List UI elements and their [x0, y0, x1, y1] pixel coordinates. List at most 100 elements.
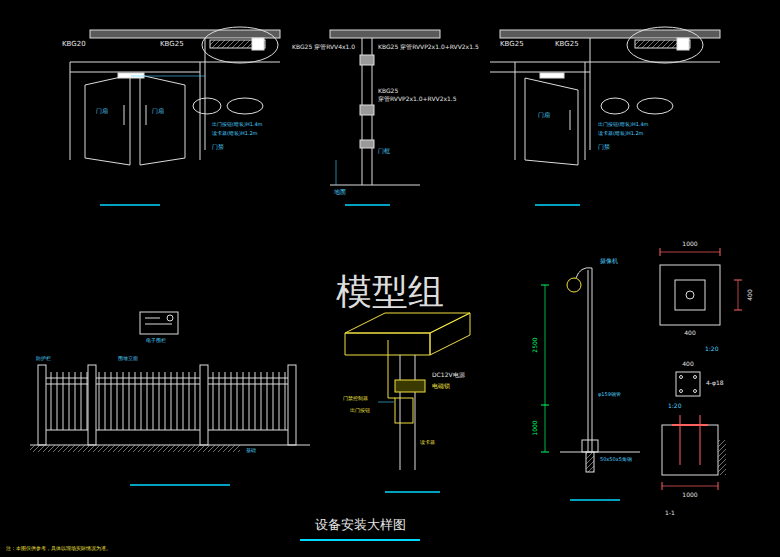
single-door-elevation-part — [525, 78, 578, 165]
foundation-details-part — [734, 280, 742, 281]
foundation-details-part — [720, 248, 721, 256]
single-door-elevation-part — [677, 38, 689, 50]
single-door-elevation-part — [540, 73, 564, 78]
single-door-elevation-part — [490, 72, 590, 73]
camera-pole-part — [592, 268, 593, 452]
device-note: 出门按钮(暗装)H1.4m — [598, 122, 648, 128]
single-door-elevation — [490, 27, 720, 165]
conduit-label: KBG25 — [500, 41, 524, 49]
double-door-elevation-part — [140, 75, 185, 165]
part-name: 防护栏 — [36, 356, 51, 362]
camera-pole-part — [541, 285, 549, 286]
maglock-isometric-part — [378, 402, 394, 403]
fence-elevation-part — [288, 365, 296, 445]
part-name: 出门按钮 — [350, 408, 370, 414]
maglock-isometric-part — [395, 380, 425, 392]
single-door-elevation-part — [585, 62, 586, 160]
maglock-isometric-part — [395, 398, 413, 423]
part-name: 50x50x5角钢 — [600, 457, 632, 463]
part-name: 围墙立面 — [118, 356, 138, 362]
foundation-details-part — [734, 310, 742, 311]
camera-pole-part — [560, 452, 640, 453]
general-note: 注：本图仅供参考，具体以现场实际情况为准。 — [6, 546, 111, 552]
part-name: 摄像机 — [600, 258, 618, 265]
fence-elevation-part — [46, 430, 290, 431]
single-door-elevation-part — [590, 38, 591, 150]
foundation-details-part — [672, 424, 708, 426]
double-door-elevation-part — [193, 98, 221, 114]
single-door-elevation-part — [601, 98, 629, 114]
cable-spec: 穿管RVVP2x1.0+RVV2x1.5 — [378, 96, 457, 103]
fence-elevation-part — [88, 365, 96, 445]
scale-note: 1:20 — [668, 403, 681, 410]
conduit-label: KBG25 — [555, 41, 579, 49]
camera-pole — [541, 268, 640, 472]
fence-elevation — [30, 312, 310, 452]
wall-section-part — [330, 185, 420, 186]
dimension: 2500 — [532, 337, 539, 352]
single-door-elevation-part — [570, 110, 571, 130]
double-door-elevation-part — [146, 105, 147, 125]
conduit-label: KBG25 — [160, 41, 184, 49]
part-name: 基础 — [246, 448, 256, 454]
dimension: 1000 — [682, 492, 697, 499]
fence-elevation-part — [30, 445, 240, 452]
foundation-details — [660, 248, 742, 490]
view-underline — [100, 204, 160, 206]
fence-elevation-part — [46, 384, 290, 385]
view-underline — [130, 484, 230, 486]
dimension: 1000 — [682, 241, 697, 248]
maglock-isometric-part — [400, 355, 401, 470]
double-door-elevation-part — [200, 62, 201, 160]
cable-spec: KBG25 穿管RVV4x1.0 — [292, 44, 355, 51]
part-name: 门框 — [378, 148, 390, 155]
fence-elevation-part — [38, 365, 46, 445]
part-name: DC12V电源 — [432, 372, 465, 379]
double-door-elevation-part — [90, 30, 280, 38]
section-mark: 1-1 — [665, 510, 675, 517]
foundation-details-part — [738, 280, 739, 310]
foundation-details-part — [694, 390, 697, 393]
part-name: 门扇 — [538, 112, 550, 119]
foundation-details-part — [676, 372, 700, 396]
conduit-label: KBG20 — [62, 41, 86, 49]
camera-pole-part — [586, 452, 594, 472]
fence-elevation-part — [167, 315, 173, 321]
double-door-elevation-part — [70, 72, 200, 73]
view-underline — [345, 204, 390, 206]
foundation-details-part — [660, 248, 661, 256]
watermark: 模型组 — [336, 272, 444, 312]
wall-section-part — [360, 140, 374, 148]
scale-note: 1:20 — [705, 346, 718, 353]
fence-elevation-part — [46, 372, 290, 430]
double-door-elevation — [70, 27, 280, 165]
device-note: 出门按钮(暗装)H1.4m — [212, 122, 262, 128]
single-door-elevation-part — [500, 30, 720, 38]
view-underline — [570, 499, 620, 501]
maglock-isometric-part — [345, 313, 470, 333]
part-name: 电磁锁 — [432, 383, 450, 390]
part-name: 读卡器 — [420, 440, 435, 446]
maglock-isometric — [345, 313, 470, 470]
foundation-details-part — [700, 415, 701, 465]
single-door-elevation-part — [637, 98, 673, 114]
double-door-elevation-part — [252, 38, 264, 50]
double-door-elevation-part — [124, 105, 125, 125]
foundation-details-part — [660, 265, 720, 325]
dimension: 1000 — [532, 420, 539, 435]
wall-section — [330, 30, 440, 185]
wall-section-part — [336, 160, 337, 185]
foundation-details-part — [680, 390, 683, 393]
part-name: 门扇 — [152, 108, 164, 115]
cable-spec: KBG25 穿管RVVP2x1.0+RVV2x1.5 — [378, 44, 479, 51]
foundation-details-part — [662, 486, 718, 487]
foundation-details-part — [718, 440, 726, 475]
foundation-details-part — [660, 252, 720, 253]
title-underline — [300, 539, 420, 541]
double-door-elevation-part — [131, 76, 205, 77]
part-name: 地面 — [334, 189, 346, 196]
foundation-details-part — [686, 291, 694, 299]
maglock-isometric-part — [415, 355, 416, 470]
